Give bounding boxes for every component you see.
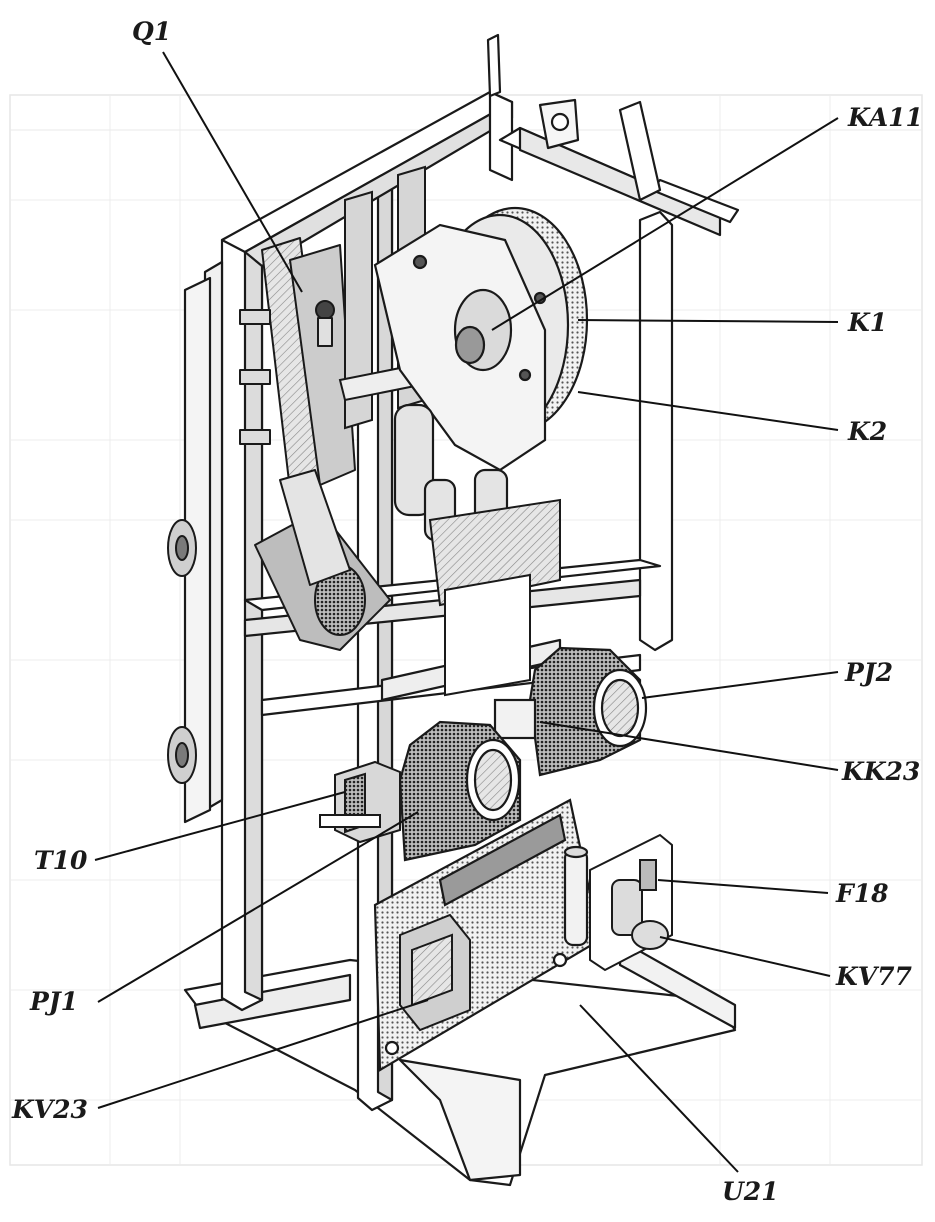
label-q1: Q1 xyxy=(132,17,171,46)
relay-kv23 xyxy=(399,913,471,1032)
meter-pj2 xyxy=(493,646,648,777)
label-pj1: PJ1 xyxy=(29,987,78,1016)
frame-wheels xyxy=(167,519,197,784)
leader-pj1 xyxy=(97,811,419,1003)
leader-q1 xyxy=(162,51,303,293)
leader-kv77 xyxy=(659,936,831,977)
label-f18: F18 xyxy=(835,879,889,908)
label-ka11: KA11 xyxy=(847,103,923,132)
leader-lines xyxy=(94,51,839,1173)
leader-kk23 xyxy=(539,721,839,771)
leader-k2 xyxy=(577,391,839,431)
leader-pj2 xyxy=(641,671,839,699)
label-k2: K2 xyxy=(847,417,887,446)
leader-f18 xyxy=(657,879,829,894)
leader-ka11 xyxy=(491,117,839,331)
callout-labels: Q1 KA11 K1 K2 PJ2 KK23 T10 F18 KV77 PJ1 … xyxy=(11,17,923,1206)
leader-t10 xyxy=(94,791,346,861)
transformer-t10 xyxy=(319,760,401,844)
terminal-block xyxy=(428,498,561,697)
label-t10: T10 xyxy=(34,846,88,875)
label-kv23: KV23 xyxy=(11,1095,88,1124)
leader-k1 xyxy=(577,319,839,323)
label-kv77: KV77 xyxy=(835,962,913,991)
label-pj2: PJ2 xyxy=(844,658,893,687)
fuse-relay-bracket xyxy=(589,833,673,972)
leader-kv23 xyxy=(97,999,429,1109)
leader-u21 xyxy=(579,1004,739,1173)
label-kk23: KK23 xyxy=(841,757,920,786)
label-k1: K1 xyxy=(847,308,887,337)
meter-pj1 xyxy=(398,720,522,862)
label-u21: U21 xyxy=(722,1177,779,1206)
relay-ka11-k1-k2 xyxy=(373,206,589,542)
switch-q1 xyxy=(239,237,391,651)
